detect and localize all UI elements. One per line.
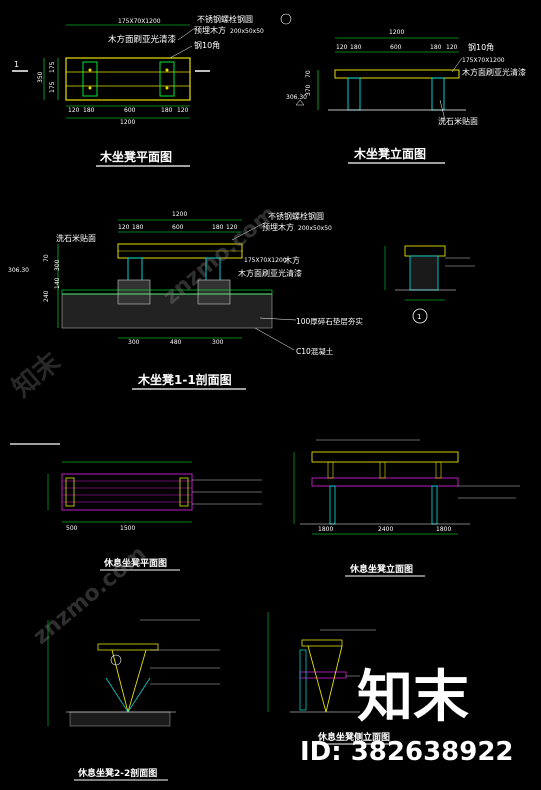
note-embed: 预埋木方 (262, 222, 294, 232)
dim-b-4: 180 (161, 107, 173, 114)
dim-t-4: 180 (430, 44, 442, 51)
note-angle-steel: 钢10角 (468, 42, 494, 52)
note-terrazzo: 洗石米贴面 (438, 116, 478, 126)
note-bolt: 不锈钢螺栓钢圆 (268, 211, 324, 221)
panel-rest-bench-plan: 1500 500 休息坐凳平面图 (10, 443, 262, 571)
note-embed: 预埋木方 (194, 25, 226, 35)
panel-title: 木坐凳1-1剖面图 (137, 372, 232, 387)
dim-b-5: 120 (177, 107, 189, 114)
dim-b-3: 300 (212, 339, 224, 346)
dim-t-3: 600 (172, 224, 184, 231)
panel-bench-section: 1200 120 180 600 180 120 300 480 300 70 … (8, 211, 363, 390)
dim-left-1: 175 (49, 61, 56, 73)
panel-bench-plan: 1 175 175 350 175X70X1200 不锈钢螺栓钢圆 预埋木方 2… (12, 13, 292, 167)
dim-b-1: 300 (128, 339, 140, 346)
dim-l-2: 300 (54, 259, 61, 271)
dim-left-2: 175 (49, 81, 56, 93)
dim-b-3: 1800 (436, 526, 451, 533)
dim-left-1: 70 (305, 70, 312, 78)
panel-title: 木坐凳立面图 (353, 146, 426, 161)
dim-t-5: 120 (446, 44, 458, 51)
panel-title: 休息坐凳侧立面图 (317, 731, 390, 743)
panel-title: 休息坐凳立面图 (349, 563, 413, 575)
dim-b-2: 500 (66, 525, 78, 532)
note-varnish: 木方面刷亚光清漆 (108, 34, 177, 45)
panel-title: 休息坐凳2-2剖面图 (77, 767, 157, 779)
panel-rest-bench-elevation: 1800 2400 1800 休息坐凳立面图 (293, 439, 520, 577)
note-gravel: 100厚碎石垫层夯实 (296, 316, 363, 326)
dim-left-2: 370 (305, 84, 312, 96)
dim-l-4: 240 (43, 290, 50, 302)
note-embed-size: 200x50x50 (230, 28, 264, 35)
watermark-brand: 知末 (357, 665, 469, 730)
panel-detail-1: 1 (384, 245, 475, 324)
note-terrazzo: 洗石米贴面 (56, 233, 96, 243)
dim-t-1: 120 (336, 44, 348, 51)
dim-l-3: 140 (54, 277, 61, 289)
level-mark: 306.30 (8, 267, 29, 274)
panel-bench-elevation: 1200 120 180 600 180 120 钢10角 175X70X120… (286, 29, 526, 164)
watermark-site-diagonal-2: znzmo.com (29, 541, 151, 649)
dim-b-1: 1800 (318, 526, 333, 533)
note-varnish: 木方面刷亚光清漆 (462, 67, 526, 77)
watermark-id: ID: 382638922 (300, 737, 514, 767)
dim-t-4: 180 (212, 224, 224, 231)
dim-top-spec: 175X70X1200 (118, 18, 161, 25)
dim-t-2: 180 (132, 224, 144, 231)
dim-b-2: 2400 (378, 526, 393, 533)
note-bolt: 不锈钢螺栓钢圆 (197, 14, 253, 24)
dim-b-1: 120 (68, 107, 80, 114)
note-concrete: C10混凝土 (296, 346, 334, 356)
dim-l-1: 70 (43, 254, 50, 262)
dim-b-1: 1500 (120, 525, 135, 532)
dim-left-total: 350 (37, 71, 44, 83)
panel-rest-bench-section: 休息坐凳2-2剖面图 (47, 619, 220, 781)
section-mark-left: 1 (14, 60, 19, 69)
dim-t-1: 120 (118, 224, 130, 231)
level-mark: 306.30 (286, 94, 307, 101)
panel-title: 木坐凳平面图 (99, 149, 172, 164)
dim-total: 1200 (120, 119, 135, 126)
note-varnish: 木方面刷亚光清漆 (238, 268, 302, 278)
note-embed-size: 200x50x50 (298, 225, 332, 232)
dim-t-2: 180 (350, 44, 362, 51)
dim-t-3: 600 (390, 44, 402, 51)
dim-total: 1200 (389, 29, 404, 36)
note-wood: 木方 (284, 255, 300, 265)
dim-total: 1200 (172, 211, 187, 218)
panel-rest-bench-side: 休息坐凳侧立面图 (267, 612, 400, 745)
dim-b-2: 480 (170, 339, 182, 346)
detail-mark: 1 (417, 313, 421, 321)
dim-t-5: 120 (226, 224, 238, 231)
watermark-brand-faint: 知末 (7, 347, 67, 404)
panel-title: 休息坐凳平面图 (103, 557, 167, 569)
note-spec: 175X70X1200 (244, 257, 287, 264)
dim-b-3: 600 (124, 107, 136, 114)
dim-b-2: 180 (83, 107, 95, 114)
note-spec: 175X70X1200 (462, 57, 505, 64)
note-angle-steel: 钢10角 (194, 40, 220, 50)
